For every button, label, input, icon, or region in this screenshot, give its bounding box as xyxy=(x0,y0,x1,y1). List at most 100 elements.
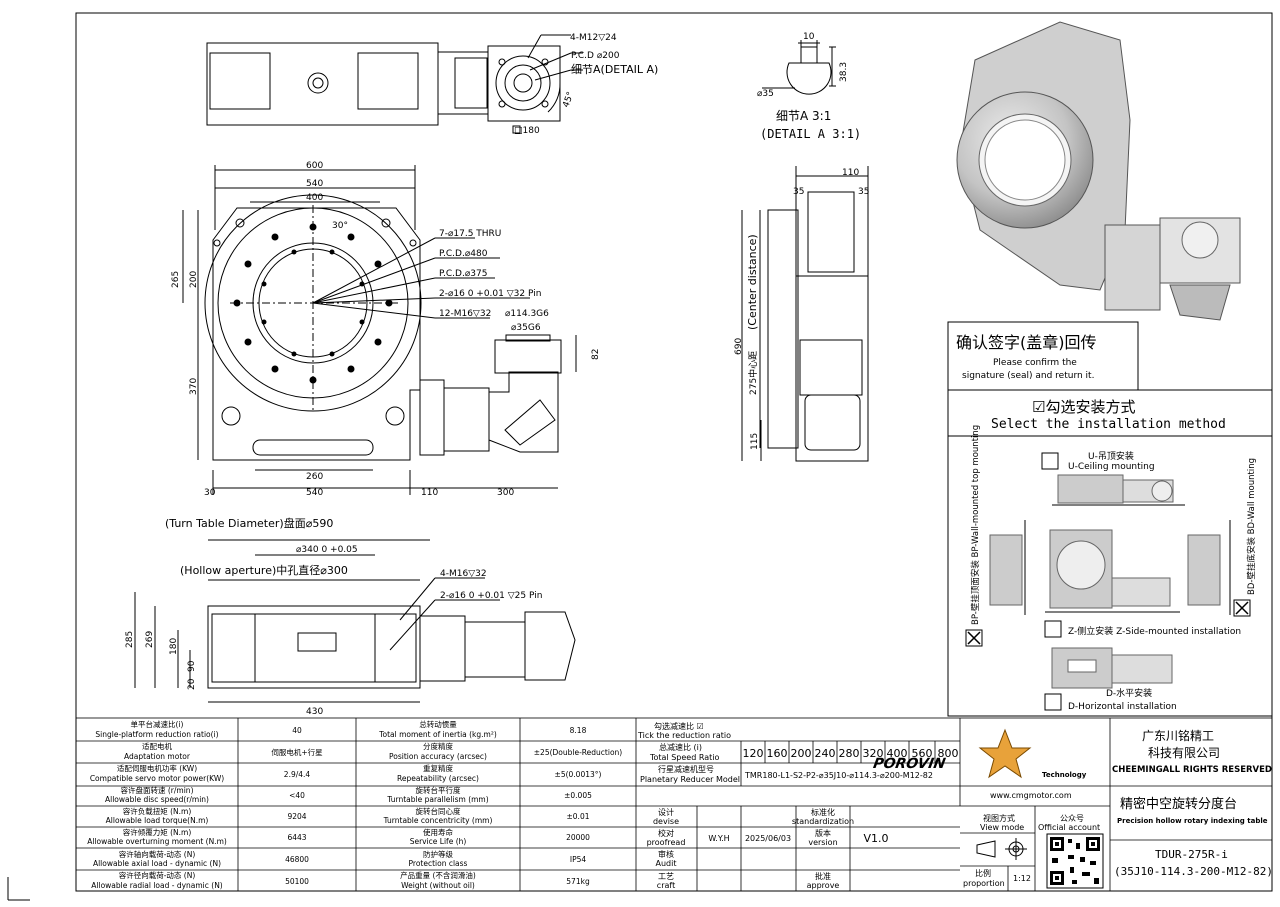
spec-r4-en1: Allowable load torque(N.m) xyxy=(106,816,209,825)
approval-proof-en: proofread xyxy=(647,838,686,847)
detail-dim-2: ⌀35 xyxy=(757,89,774,99)
spec-r1-v1: 伺服电机+行星 xyxy=(271,747,323,757)
dim-bottom-7: 180 xyxy=(169,638,179,655)
approval-craft-cn: 工艺 xyxy=(658,872,674,881)
model-detail: (35J10-114.3-200-M12-82) xyxy=(1114,865,1273,878)
install-bp-image xyxy=(989,520,1026,615)
spec-r7-en1: Allowable radial load - dynamic (N) xyxy=(91,881,223,890)
install-u-checkbox[interactable] xyxy=(1041,452,1059,470)
spec-r2-v2: ±5(0.0013°) xyxy=(555,770,602,779)
dim-side-2: 35 xyxy=(858,187,869,197)
install-u-image xyxy=(1052,474,1185,506)
approval-std-cn: 标准化 xyxy=(811,807,835,817)
ratio-value-160[interactable]: 160 xyxy=(767,747,788,760)
dim-top-2: 细节A(DETAIL A) xyxy=(571,63,658,76)
ratio-block: 勾选减速比 ☑ Tick the reduction ratio 总减速比 (i… xyxy=(637,721,933,784)
install-d-checkbox[interactable] xyxy=(1044,693,1062,711)
view-mode-en: View mode xyxy=(980,823,1024,832)
spec-r5-v1: 6443 xyxy=(287,833,306,842)
ratio-value-560[interactable]: 560 xyxy=(912,747,933,760)
dim-bottom-8: 90 xyxy=(187,660,197,672)
dim-bottom-6: 269 xyxy=(145,631,155,648)
approval-design-en: devise xyxy=(653,817,679,826)
dim-front-11: 82 xyxy=(591,349,601,360)
install-z: Z-侧立安装 Z-Side-mounted installation xyxy=(1068,625,1241,637)
ratio-value-120[interactable]: 120 xyxy=(743,747,764,760)
dim-side-4: (Center distance) xyxy=(746,234,759,330)
spec-r6-v2: IP54 xyxy=(570,855,587,864)
spec-r0-en2: Total moment of inertia (kg.m²) xyxy=(378,730,497,739)
install-d-cn: D-水平安装 xyxy=(1106,687,1152,699)
dim-front-12: 265 xyxy=(171,271,181,288)
ratio-planet-cn: 行星减速机型号 xyxy=(658,764,714,774)
spec-r5-v2: 20000 xyxy=(566,833,590,842)
dim-bottom-10: 430 xyxy=(306,707,323,717)
spec-r0-en1: Single-platform reduction ratio(i) xyxy=(95,730,218,739)
install-z-checkbox[interactable] xyxy=(1044,620,1062,638)
dim-side-3: 275中心距 xyxy=(747,351,759,395)
model-number: TDUR-275R-i xyxy=(1155,848,1228,861)
dim-bottom-1: ⌀340 0 +0.05 xyxy=(296,545,358,555)
top-view xyxy=(206,34,583,134)
dim-front-14: 370 xyxy=(189,378,199,395)
dim-front-10: ⌀35G6 xyxy=(511,323,541,333)
dim-top-0: 4-M12▽24 xyxy=(570,33,617,43)
dim-front-6: P.C.D.⌀375 xyxy=(439,269,487,279)
approval-proof-date: 2025/06/03 xyxy=(745,834,791,843)
dim-front-5: P.C.D.⌀480 xyxy=(439,249,488,259)
approval-approve-en: approve xyxy=(807,881,840,890)
dim-front-0: 600 xyxy=(306,161,323,171)
ratio-value-400[interactable]: 400 xyxy=(887,747,908,760)
dim-bottom-9: 20 xyxy=(187,678,197,690)
detail-a xyxy=(762,40,836,95)
ratio-value-280[interactable]: 280 xyxy=(839,747,860,760)
front-view xyxy=(182,165,577,495)
approval-approve-cn: 批准 xyxy=(815,871,831,881)
confirm-box xyxy=(947,321,1273,717)
spec-r1-cn2: 分度精度 xyxy=(423,741,453,751)
spec-r2-cn2: 重复精度 xyxy=(423,763,453,773)
dim-front-16: 540 xyxy=(306,488,323,498)
ratio-value-320[interactable]: 320 xyxy=(863,747,884,760)
ratio-total-cn: 总减速比 (i) xyxy=(659,742,702,752)
product-render xyxy=(956,21,1241,321)
spec-r7-cn1: 容许径向载荷-动态 (N) xyxy=(119,870,196,880)
approval-proof-name: W.Y.H xyxy=(708,834,729,843)
ratio-value-240[interactable]: 240 xyxy=(815,747,836,760)
install-title-en: Select the installation method xyxy=(991,417,1226,432)
spec-r1-en1: Adaptation motor xyxy=(124,752,191,761)
spec-r7-cn2: 产品重量 (不含润滑油) xyxy=(400,870,476,880)
dim-side-6: 115 xyxy=(750,433,760,450)
scale-label-cn: 比例 xyxy=(975,868,991,878)
approval-version-en: version xyxy=(808,838,837,847)
install-d-en: D-Horizontal installation xyxy=(1068,702,1177,712)
dim-top-3: 45° xyxy=(561,91,576,109)
spec-r6-cn1: 容许轴向载荷-动态 (N) xyxy=(119,849,196,859)
spec-r4-v2: ±0.01 xyxy=(567,812,590,821)
detail-dim-0: 10 xyxy=(803,32,815,42)
dim-bottom-0: (Turn Table Diameter)盘面⌀590 xyxy=(165,516,333,530)
ratio-value-200[interactable]: 200 xyxy=(791,747,812,760)
ratio-value-800[interactable]: 800 xyxy=(938,747,959,760)
ratio-values[interactable]: 120 160 200 240 280 320 400 560 800 xyxy=(743,747,959,760)
approval-version-value: V1.0 xyxy=(863,832,888,845)
scale-label-en: proportion xyxy=(963,879,1005,888)
spec-r6-en2: Protection class xyxy=(409,859,468,868)
spec-r6-en1: Allowable axial load - dynamic (N) xyxy=(93,859,221,868)
dim-side-0: 110 xyxy=(842,168,859,178)
dim-front-4: 7-⌀17.5 THRU xyxy=(439,229,501,239)
dim-front-2: 400 xyxy=(306,193,323,203)
spec-r1-en2: Position accuracy (arcsec) xyxy=(389,752,487,761)
product-name-cn: 精密中空旋转分度台 xyxy=(1120,796,1237,812)
approval-audit-cn: 审核 xyxy=(658,849,674,859)
spec-r2-en1: Compatible servo motor power(KW) xyxy=(90,774,224,783)
spec-r0-cn1: 单平台减速比(i) xyxy=(131,719,184,729)
approval-proof-cn: 校对 xyxy=(658,828,674,838)
dim-front-15: 260 xyxy=(306,472,323,482)
detail-title-en: (DETAIL A 3:1) xyxy=(760,127,861,141)
spec-r5-cn1: 容许倾覆力矩 (N.m) xyxy=(123,827,192,837)
qr-code-icon xyxy=(1046,833,1104,889)
spec-r3-cn2: 旋转台平行度 xyxy=(416,785,461,795)
scale-value: 1:12 xyxy=(1013,874,1031,883)
spec-r7-v2: 571kg xyxy=(566,877,590,886)
